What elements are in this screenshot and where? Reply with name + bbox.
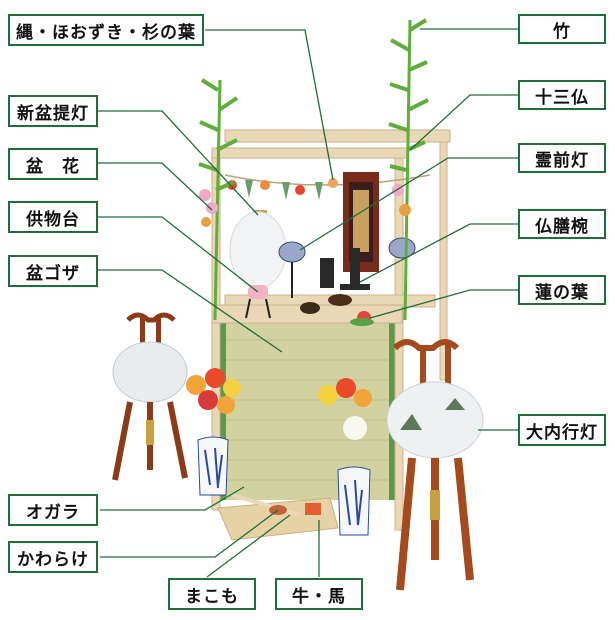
label-ogara: オガラ — [8, 494, 98, 526]
bamboo-left — [198, 78, 239, 321]
label-shinbon-lantern: 新盆提灯 — [8, 95, 98, 127]
label-lotus-leaf: 蓮の葉 — [518, 275, 606, 305]
label-bon-goza: 盆ゴザ — [8, 255, 98, 287]
leader-lines — [97, 28, 518, 578]
label-bon-flowers: 盆 花 — [8, 148, 98, 180]
ouchi-andon-lantern — [386, 339, 484, 591]
bon-flowers-left — [199, 189, 218, 227]
makomo-mat — [217, 493, 339, 541]
label-offering-stand: 供物台 — [8, 201, 98, 233]
offerings — [300, 248, 374, 326]
label-reizento: 霊前灯 — [518, 143, 606, 173]
label-kawarake: かわらけ — [8, 541, 98, 573]
reizento-lantern — [278, 237, 416, 298]
label-buzenwan: 仏膳椀 — [518, 209, 606, 239]
label-makomo: まこも — [168, 578, 256, 610]
altar-frame — [211, 129, 451, 531]
label-bamboo: 竹 — [518, 14, 606, 44]
left-andon-lantern — [112, 312, 188, 481]
jusanbutsu-scroll — [343, 172, 379, 272]
label-ox-horse: 牛・馬 — [275, 578, 363, 610]
label-rope-hozuki-sugi: 縄・ほおずき・杉の葉 — [8, 14, 204, 46]
flower-vase-left — [186, 368, 241, 496]
bamboo-right — [388, 18, 429, 321]
label-ouchi-andon: 大内行灯 — [518, 414, 606, 446]
bon-goza-mat — [220, 320, 395, 500]
flower-vase-right — [318, 378, 372, 536]
label-jusanbutsu: 十三仏 — [518, 80, 606, 110]
